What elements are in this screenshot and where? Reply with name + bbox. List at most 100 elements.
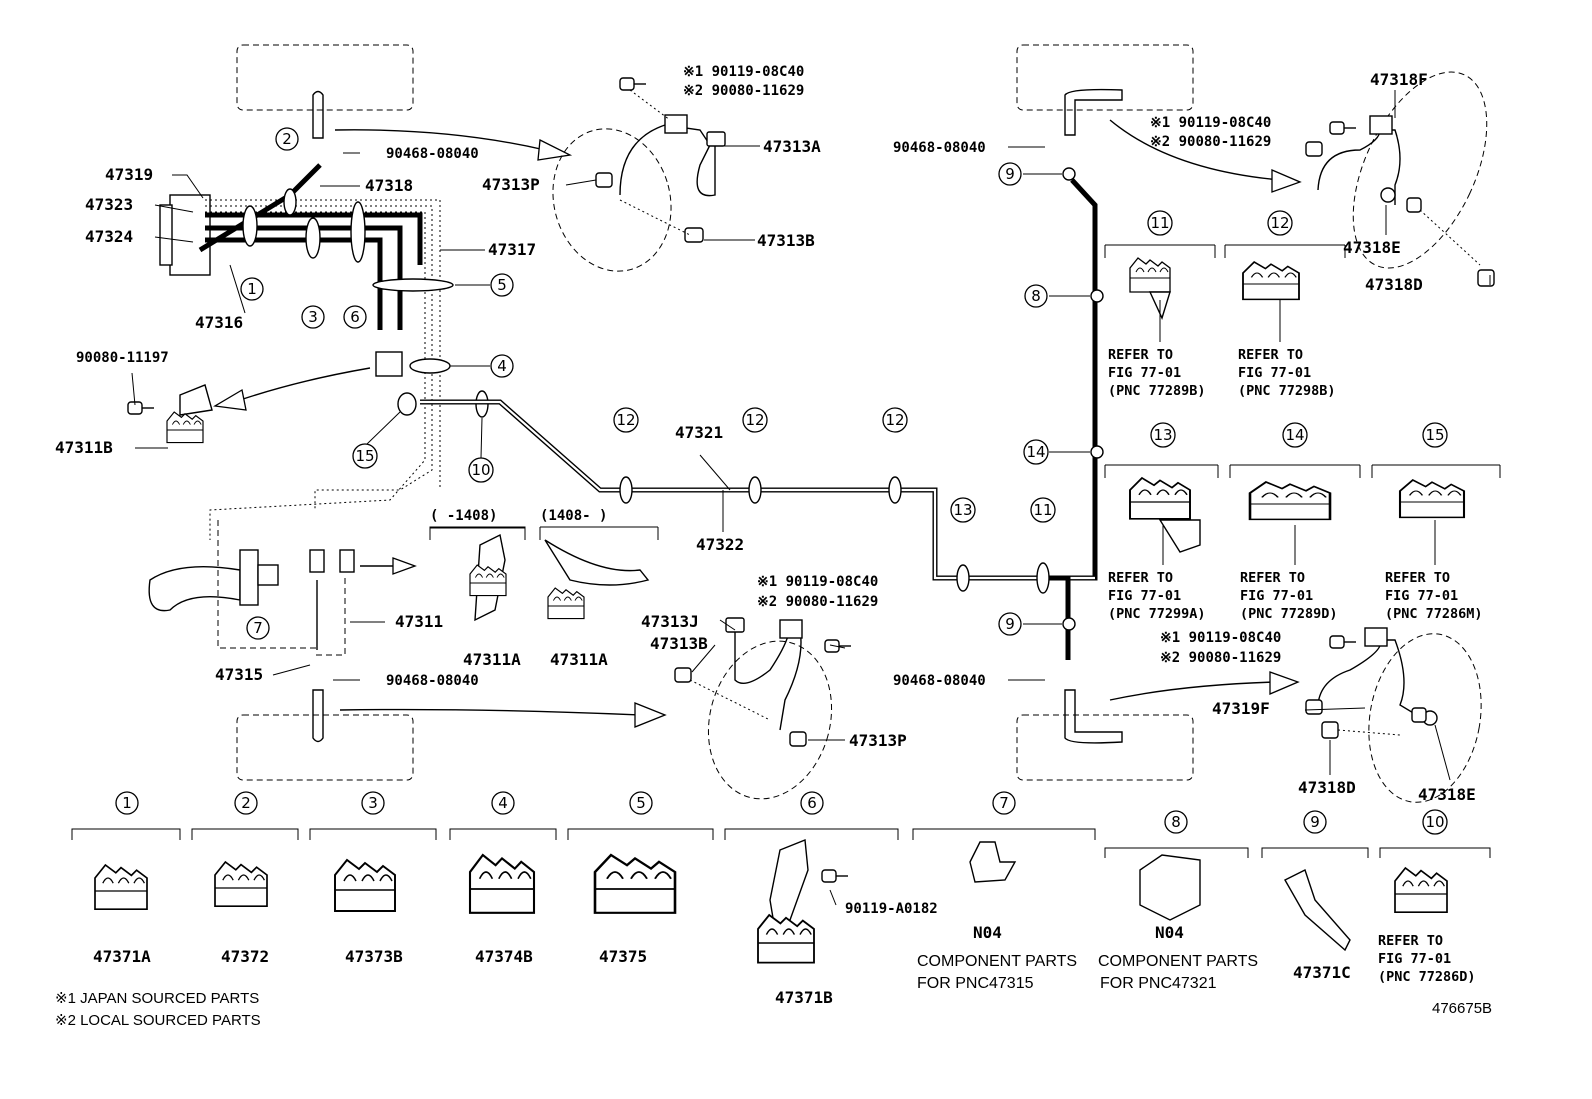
bolt-b-rl-icon: [674, 667, 692, 683]
bottom-callout-7: 7: [992, 791, 1016, 815]
callout-8-mid: 8: [1024, 284, 1048, 308]
bolt-icon: [619, 77, 647, 91]
refer-14-l3: (PNC 77289D): [1240, 606, 1338, 622]
bottom-callout-5: 5: [629, 791, 653, 815]
arrow-to-1408: [360, 557, 417, 575]
label-47319F: 47319F: [1212, 699, 1270, 718]
refer-12-l2: FIG 77-01: [1238, 365, 1311, 381]
master-cylinder-flange: [159, 204, 173, 266]
label-47315: 47315: [215, 665, 263, 684]
detail-circle-fr: [1352, 71, 1488, 269]
label-47324: 47324: [85, 227, 133, 246]
label-47323: 47323: [85, 195, 133, 214]
clip-n04-a-icon: [969, 841, 1017, 883]
note-component-8-b: FOR PNC47321: [1100, 975, 1217, 992]
label-90468-top-right: 90468-08040: [893, 140, 986, 156]
bracket-rl: [779, 619, 803, 639]
callout-13-refer: 13: [1150, 422, 1176, 448]
label-90119-A0182: 90119-A0182: [845, 901, 938, 917]
callout-14-refer: 14: [1282, 422, 1308, 448]
refer-11-l1: REFER TO: [1108, 347, 1173, 363]
bracket-b-icon: [544, 539, 650, 586]
bottom-callout-4: 4: [491, 791, 515, 815]
refer-11-l2: FIG 77-01: [1108, 365, 1181, 381]
hose-end-rr: [1064, 689, 1123, 744]
detail-circle-rr: [1368, 633, 1482, 803]
callout-14-mid: 14: [1023, 439, 1049, 465]
bottom-callout-6: 6: [800, 791, 824, 815]
front-right-hose-assembly: [1016, 44, 1495, 287]
refer-14-l2: FIG 77-01: [1240, 588, 1313, 604]
refer-13-l3: (PNC 77299A): [1108, 606, 1206, 622]
svg-text:1: 1: [247, 280, 257, 298]
callout-2-top: 2: [275, 127, 299, 151]
hose-end-lower: [312, 689, 324, 743]
footnote-japan: ※1 JAPAN SOURCED PARTS: [55, 990, 259, 1007]
front-left-hose-assembly: [148, 44, 1104, 781]
flex-hose: [619, 124, 716, 197]
label-47374B: 47374B: [475, 947, 533, 966]
hose-end: [312, 90, 324, 139]
bolt-rr-icon: [1329, 635, 1357, 649]
label-47319: 47319: [105, 165, 153, 184]
refer-12-l1: REFER TO: [1238, 347, 1303, 363]
label-47321: 47321: [675, 423, 723, 442]
svg-text:14: 14: [1026, 443, 1045, 461]
front-left-wheel-housing-outline: [236, 44, 414, 111]
fitting-rr-icon: [1411, 707, 1427, 723]
label-90468-top-left: 90468-08040: [386, 146, 479, 162]
bracket-47371B-icon: [769, 839, 809, 932]
bottom-callout-10: 10: [1422, 809, 1448, 835]
clip-12a: [619, 476, 633, 504]
callout-11-mid: 11: [1030, 497, 1056, 523]
callout-5-top: 5: [490, 273, 514, 297]
rear-axle-housing: [148, 566, 241, 612]
clip-n04-b-icon: [1139, 854, 1201, 921]
bolt-rl-icon: [824, 639, 852, 653]
refer-10-l3: (PNC 77286D): [1378, 969, 1476, 985]
label-47372: 47372: [221, 947, 269, 966]
leader-lines: [131, 90, 1491, 906]
clip-8: [1090, 289, 1104, 303]
callout-15-refer: 15: [1422, 422, 1448, 448]
part-labels: 47319 47323 47324 47316 47318 47317 9046…: [55, 64, 1476, 804]
refer-11-l3: (PNC 77289B): [1108, 383, 1206, 399]
label-47311: 47311: [395, 612, 443, 631]
svg-text:8: 8: [1171, 813, 1181, 831]
union-a: [309, 549, 325, 573]
bottom-callout-2: 2: [234, 791, 258, 815]
svg-text:13: 13: [1153, 426, 1172, 444]
note-component-7-b: FOR PNC47315: [917, 975, 1034, 992]
svg-text:3: 3: [368, 794, 378, 812]
clip-4: [409, 358, 451, 374]
hose-end-fr: [1064, 88, 1123, 136]
rear-right-hose-assembly: [1016, 627, 1482, 803]
label-N04-a: N04: [973, 923, 1002, 942]
label-47375: 47375: [599, 947, 647, 966]
rear-left-wheel-housing-outline: [236, 714, 414, 781]
bolt-d-rr-icon: [1321, 721, 1339, 739]
label-47311A-b: 47311A: [550, 650, 608, 669]
fitting-fr-icon: [1406, 197, 1422, 213]
clip-9-top: [1062, 167, 1076, 181]
bracket-rr: [1364, 627, 1388, 647]
callout-10-top: 10: [468, 457, 494, 483]
bracket-fr: [1369, 115, 1393, 135]
bolt-d-icon: [1477, 269, 1495, 287]
footnote-local: ※2 LOCAL SOURCED PARTS: [55, 1012, 261, 1029]
label-47313P-mid: 47313P: [849, 731, 907, 750]
label-47373B: 47373B: [345, 947, 403, 966]
clip-12c: [888, 476, 902, 504]
clip-12b: [748, 476, 762, 504]
clip-15: [397, 392, 417, 416]
callout-12-b: 12: [742, 407, 768, 433]
svg-text:9: 9: [1310, 813, 1320, 831]
svg-text:7: 7: [999, 794, 1009, 812]
svg-text:7: 7: [253, 619, 263, 637]
callout-12-c: 12: [882, 407, 908, 433]
svg-text:6: 6: [807, 794, 817, 812]
label-bolt2-mid: ※2 90080-11629: [757, 594, 878, 610]
detail-circle: [552, 128, 672, 272]
clip-2: [283, 188, 297, 216]
